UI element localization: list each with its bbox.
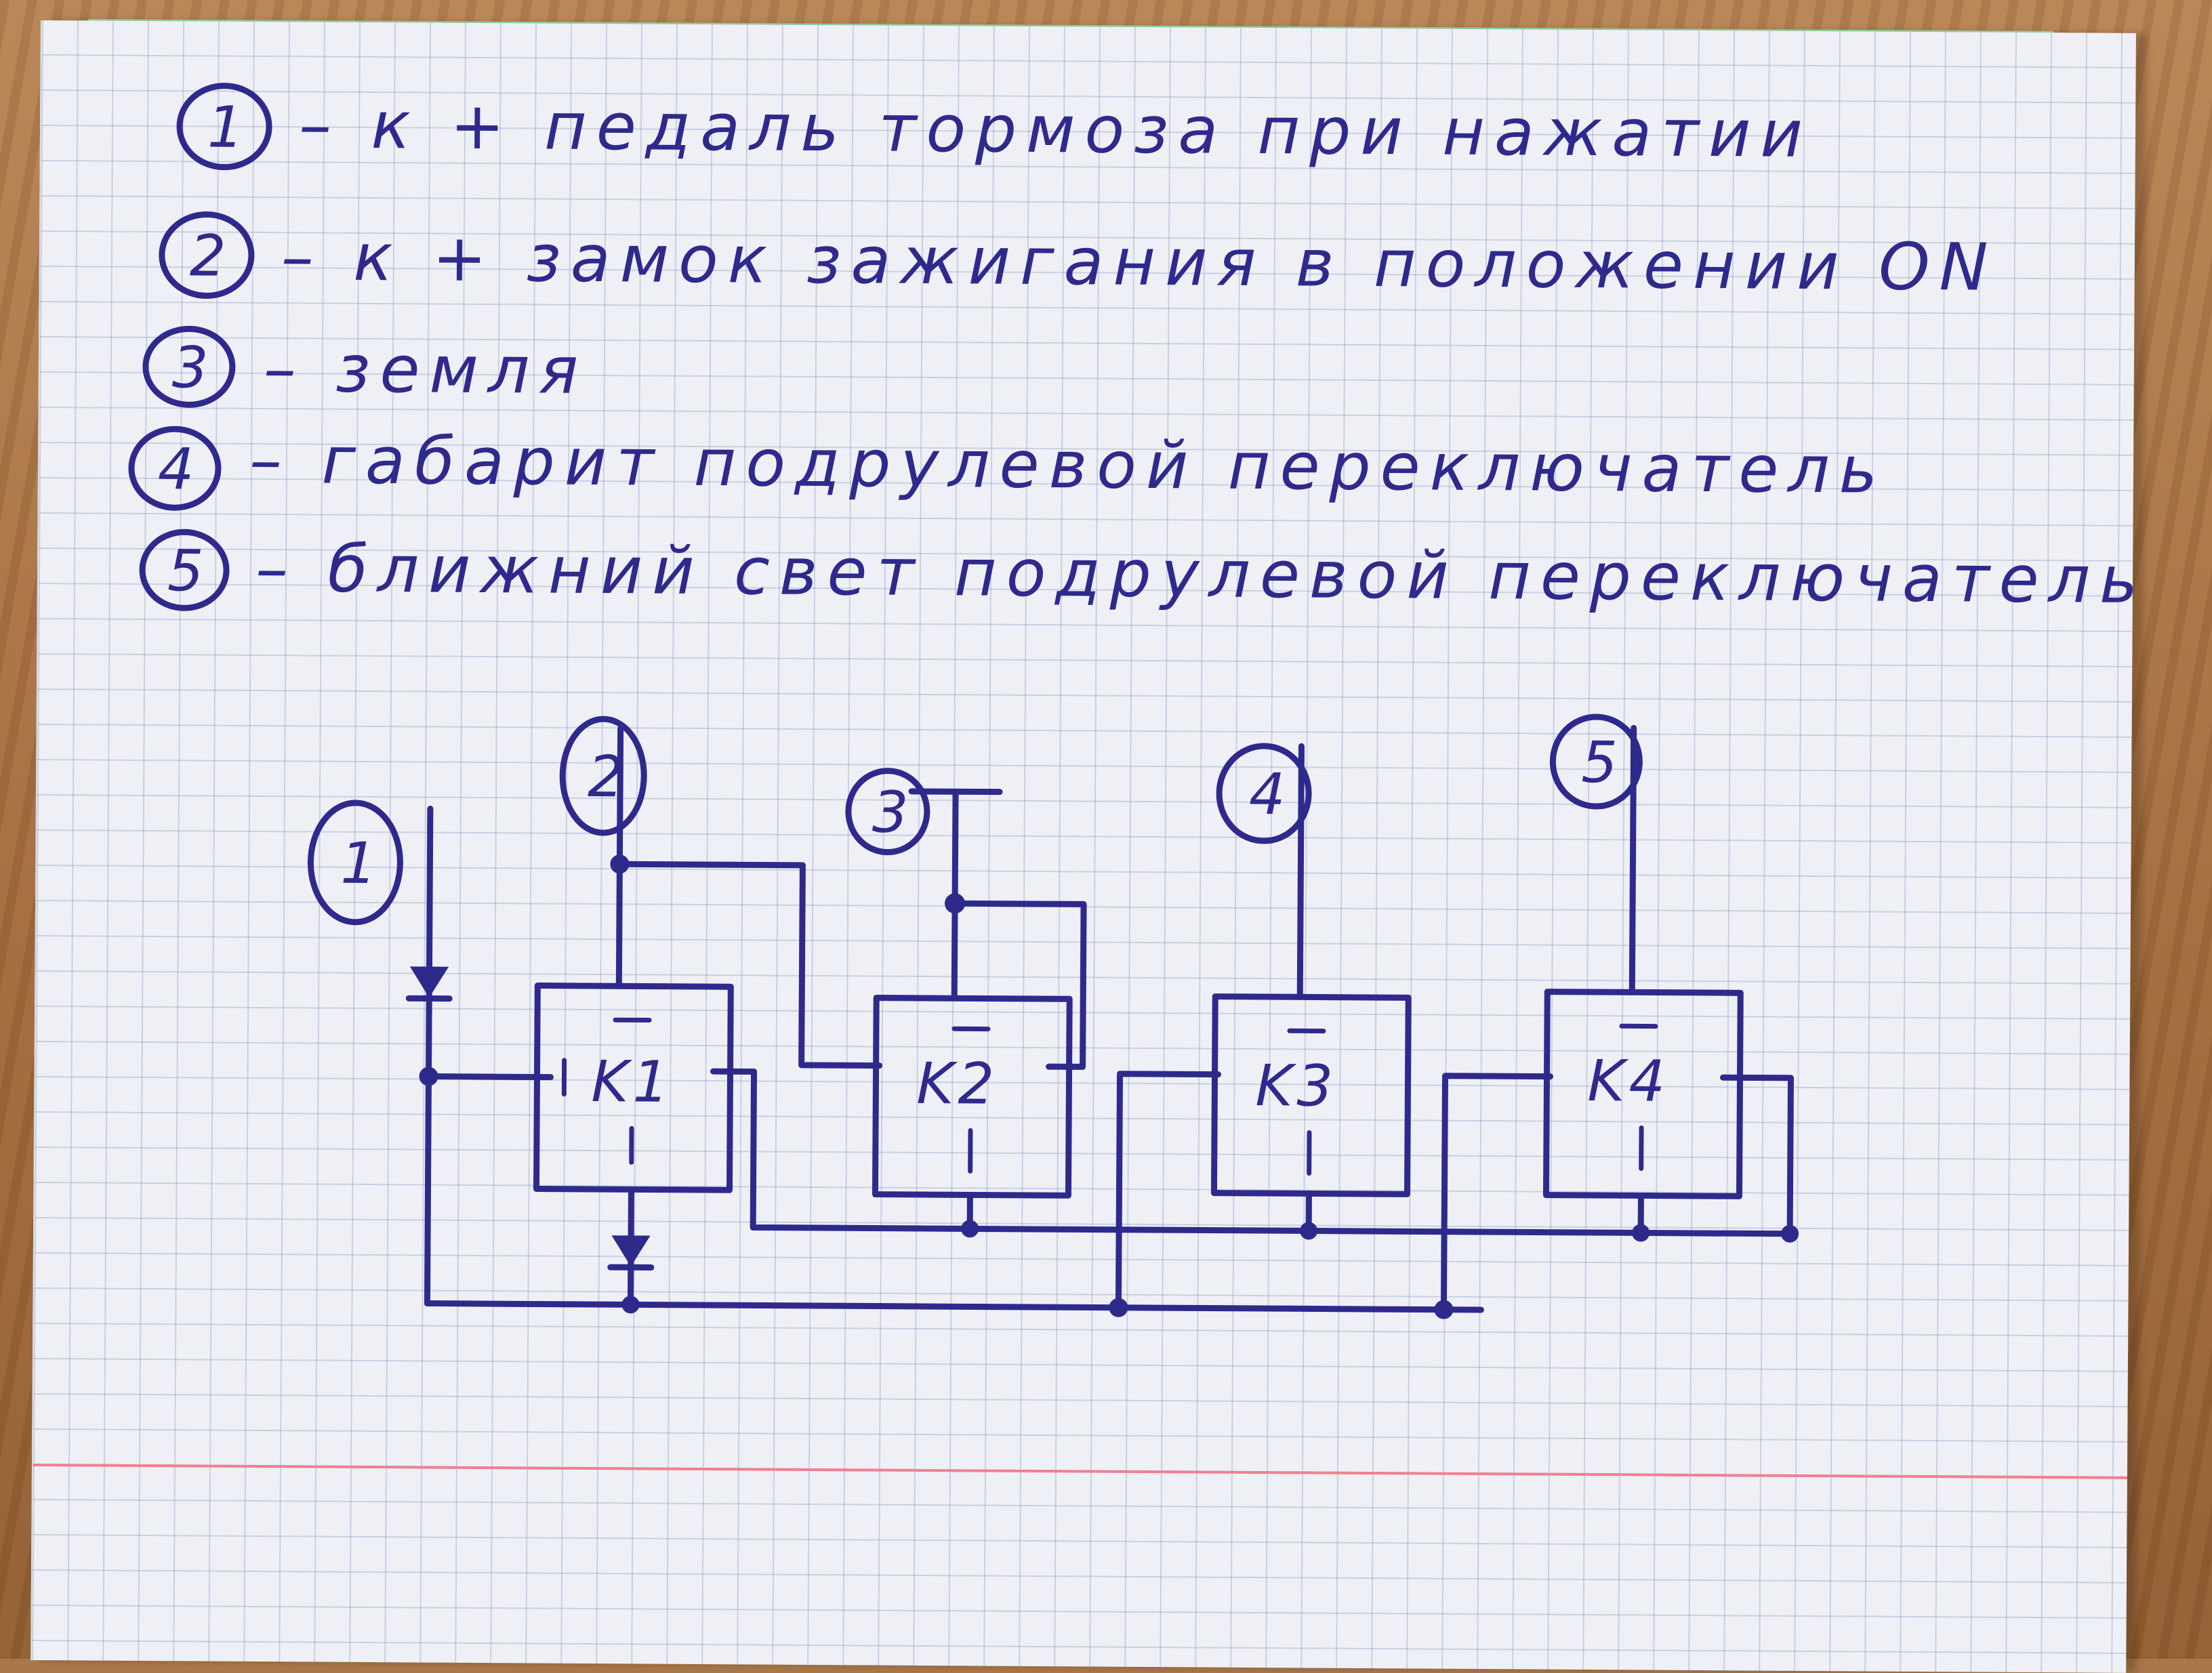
junction-dot xyxy=(1435,1302,1452,1318)
legend-text-2: – к + замок зажигания в положении ON xyxy=(281,219,1998,305)
legend-number-4: 4 xyxy=(158,436,194,502)
junction-dot xyxy=(1782,1226,1797,1241)
wires xyxy=(427,721,1793,1312)
legend: 1 – к + педаль тормоза при нажатии 2 – к… xyxy=(131,85,2136,620)
wire-terminal-3-to-k2 xyxy=(954,903,1084,1067)
relay-k4: K4 xyxy=(1546,992,1740,1197)
relay-label-k1: K1 xyxy=(591,1048,673,1115)
junction-dot xyxy=(420,1068,436,1084)
legend-text-4: – габарит подрулевой переключатель xyxy=(249,422,1887,508)
wire-terminal-1 xyxy=(427,809,430,1304)
terminal-label-3: 3 xyxy=(872,779,909,846)
diode-triangle-2 xyxy=(614,1237,648,1264)
wire-k4-coil xyxy=(1443,1076,1550,1310)
legend-text-3: – земля xyxy=(264,331,588,409)
terminal-label-4: 4 xyxy=(1249,761,1286,827)
terminal-3: 3 xyxy=(848,770,928,852)
wire-terminal-5 xyxy=(1632,728,1633,992)
legend-row-2: 2 – к + замок зажигания в положении ON xyxy=(162,214,1998,307)
junction-dot xyxy=(962,1221,977,1236)
grid-paper-sheet: 1 – к + педаль тормоза при нажатии 2 – к… xyxy=(30,20,2136,1673)
relay-label-k2: K2 xyxy=(916,1050,998,1117)
legend-number-3: 3 xyxy=(172,334,209,400)
wire-terminal-4 xyxy=(1300,746,1301,997)
junction-dot xyxy=(1110,1300,1126,1316)
junction-dot xyxy=(946,894,964,912)
relay-label-k4: K4 xyxy=(1587,1048,1669,1115)
relay-k2: K2 xyxy=(875,998,1069,1196)
legend-number-5: 5 xyxy=(167,537,204,604)
legend-text-1: – к + педаль тормоза при нажатии xyxy=(299,87,1812,172)
wire-k4-right xyxy=(1722,1077,1790,1234)
relay-label-k3: K3 xyxy=(1255,1052,1337,1119)
legend-number-2: 2 xyxy=(190,222,226,289)
legend-text-5: – ближний свет подрулевой переключатель xyxy=(255,531,2136,618)
relay-k3: K3 xyxy=(1214,997,1408,1195)
terminal-2: 2 xyxy=(562,719,644,833)
terminal-label-1: 1 xyxy=(340,830,377,896)
diode-triangle-1 xyxy=(412,968,446,995)
terminal-label-5: 5 xyxy=(1581,729,1618,796)
junction-dot xyxy=(1301,1223,1316,1238)
wire-lower-bus xyxy=(427,1304,1481,1310)
legend-row-3: 3 – земля xyxy=(146,329,588,409)
legend-number-1: 1 xyxy=(207,94,244,161)
junction-dot xyxy=(611,856,628,872)
junction-dot xyxy=(1633,1225,1648,1240)
terminal-4: 4 xyxy=(1219,746,1309,842)
legend-row-1: 1 – к + педаль тормоза при нажатии xyxy=(180,85,1813,177)
wire-k3-coil xyxy=(1118,1074,1218,1308)
diode-terminal-1 xyxy=(409,968,449,998)
wire-terminal-2-to-k2 xyxy=(619,864,881,1065)
handwritten-drawing: 1 – к + педаль тормоза при нажатии 2 – к… xyxy=(32,20,2136,1673)
legend-row-4: 4 – габарит подрулевой переключатель xyxy=(131,421,1887,518)
terminal-1: 1 xyxy=(310,802,401,922)
legend-row-5: 5 – ближний свет подрулевой переключател… xyxy=(142,530,2136,620)
relay-schematic: 1 2 3 4 5 K1 xyxy=(308,709,1800,1319)
junction-dot xyxy=(623,1297,638,1312)
diode-k1-bottom xyxy=(611,1237,651,1267)
terminal-5: 5 xyxy=(1553,717,1640,807)
